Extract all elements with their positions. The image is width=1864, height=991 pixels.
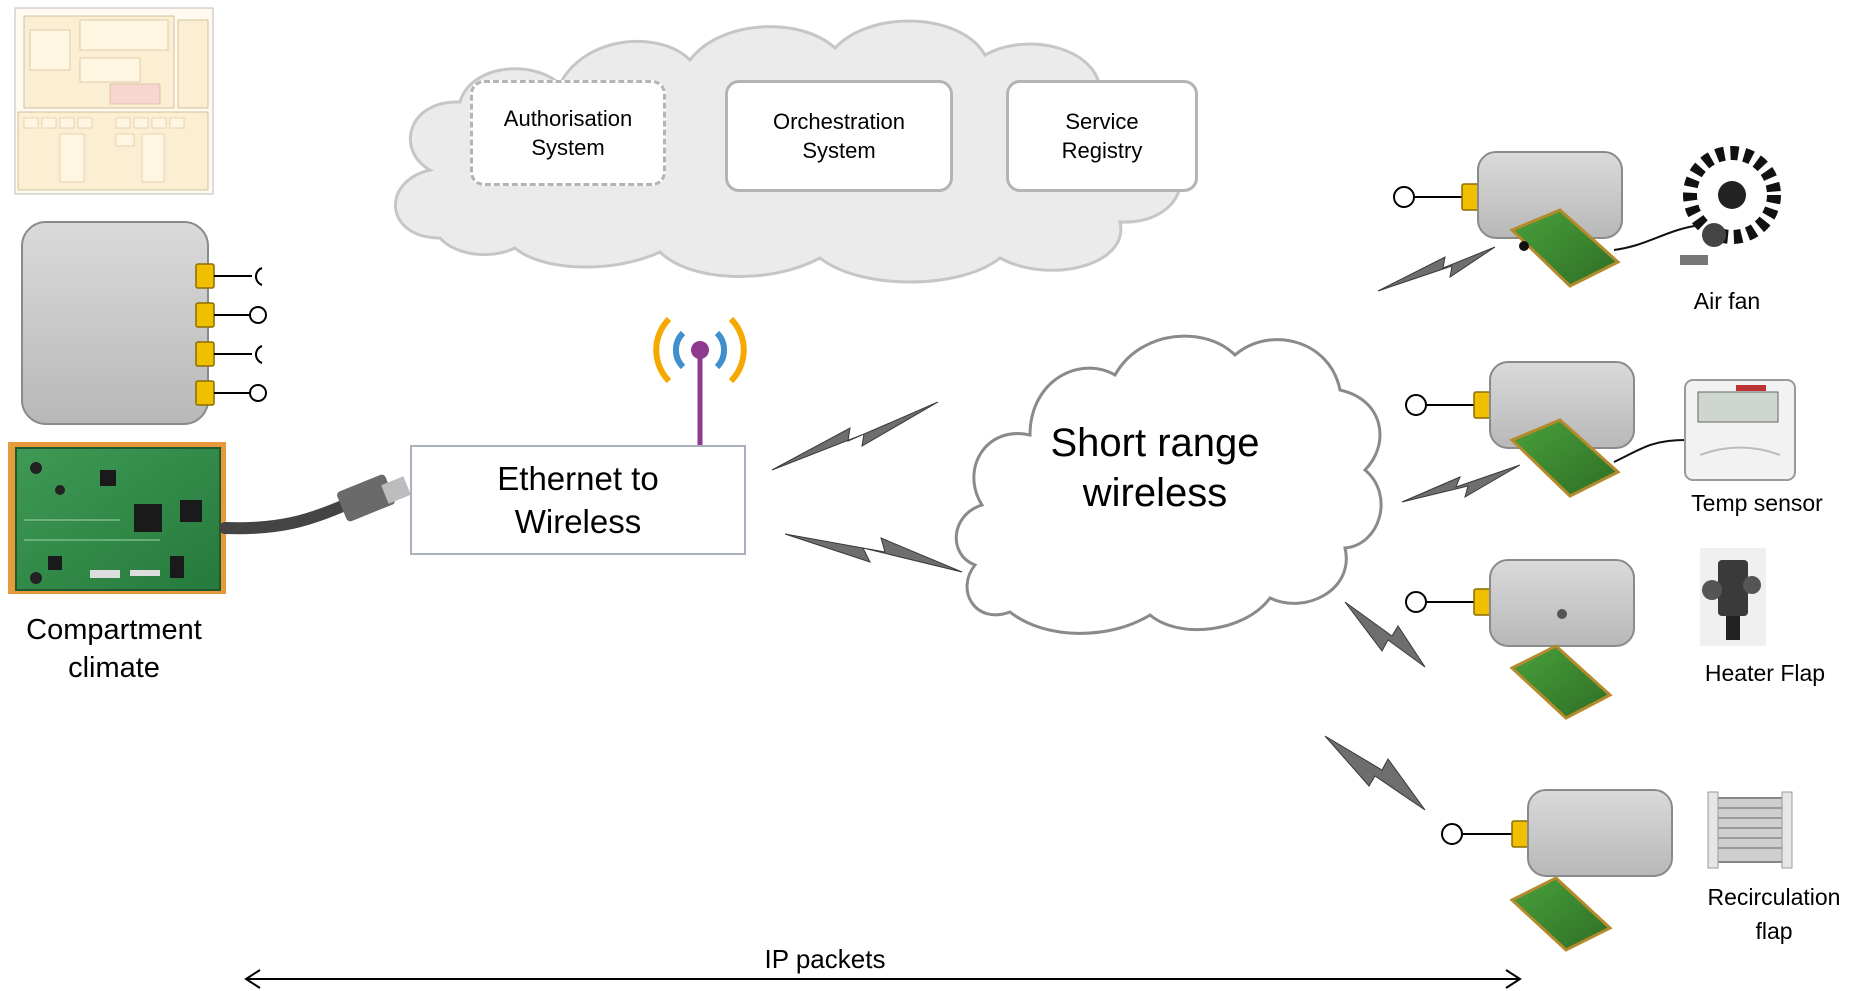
recirculation-line-1: Recirculation [1707, 884, 1841, 910]
network-line-2: wireless [1082, 471, 1228, 515]
heater-flap-icon [1700, 548, 1766, 646]
node-recirculation-flap [1441, 789, 1793, 952]
orchestration-line-2: System [802, 138, 876, 163]
heater-flap-text: Heater Flap [1704, 660, 1826, 686]
recirculation-flap-icon [1707, 791, 1793, 869]
short-range-wireless-label: Short range wireless [1030, 418, 1280, 518]
controller-line-1: Compartment [26, 614, 202, 646]
air-fan-label: Air fan [1662, 286, 1792, 316]
ip-packets-label: IP packets [720, 944, 930, 974]
node-air-fan [1393, 146, 1781, 288]
compartment-climate-label: Compartment climate [4, 611, 224, 687]
recirculation-flap-label: Recirculation flap [1686, 880, 1862, 948]
controller-box [21, 221, 267, 425]
ethernet-cable [219, 474, 411, 535]
temp-sensor-icon [1684, 379, 1796, 481]
short-range-wireless-cloud [954, 334, 1383, 635]
authorisation-system-box: Authorisation System [470, 80, 666, 186]
orchestration-line-1: Orchestration [772, 109, 906, 134]
antenna-icon [653, 316, 747, 454]
node-heater-flap [1405, 548, 1766, 720]
authorisation-line-2: System [531, 135, 605, 160]
architecture-thumbnail [14, 7, 214, 195]
registry-line-1: Service [1065, 109, 1139, 134]
gateway-line-2: Wireless [514, 503, 642, 540]
air-fan-icon [1680, 146, 1781, 265]
temp-sensor-text: Temp sensor [1691, 490, 1823, 516]
registry-line-2: Registry [1061, 138, 1143, 163]
recirculation-line-2: flap [1755, 918, 1793, 944]
temp-sensor-label: Temp sensor [1672, 488, 1842, 518]
orchestration-system-box: Orchestration System [725, 80, 953, 192]
service-registry-box: Service Registry [1006, 80, 1198, 192]
ethernet-to-wireless-box: Ethernet to Wireless [410, 445, 746, 555]
compartment-climate-board [8, 442, 226, 594]
node-temp-sensor [1405, 361, 1796, 498]
ip-packets-arrow [244, 969, 1522, 989]
authorisation-line-1: Authorisation [503, 106, 633, 131]
network-line-1: Short range [1050, 421, 1260, 465]
heater-flap-label: Heater Flap [1680, 658, 1850, 688]
gateway-line-1: Ethernet to [497, 460, 659, 497]
air-fan-text: Air fan [1693, 288, 1761, 314]
ip-packets-text: IP packets [764, 944, 886, 974]
wireless-link-icons [771, 246, 1521, 811]
controller-line-2: climate [68, 652, 160, 684]
